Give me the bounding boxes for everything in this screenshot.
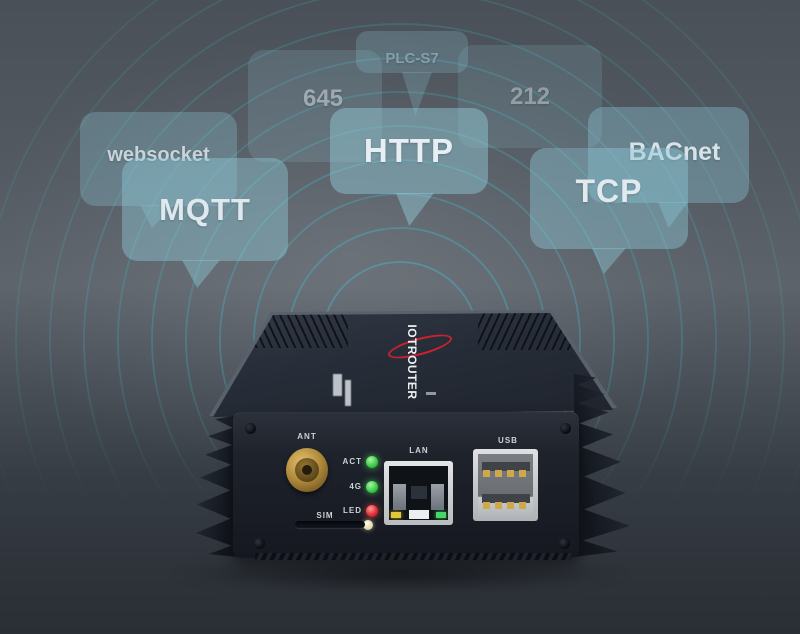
- usb-contacts-bottom: [482, 502, 529, 509]
- model-text-marks: [331, 372, 353, 408]
- lan-ethernet-port: [384, 461, 453, 525]
- front-panel: ANT ACT 4G LED SIM LAN USB: [233, 412, 579, 558]
- usb-contacts-top: [482, 470, 529, 477]
- bubble-protocol-mqtt: MQTT: [122, 158, 288, 288]
- bubble-protocol-tcp: TCP: [530, 148, 688, 274]
- bubble-websocket-label: websocket: [107, 143, 210, 166]
- logo-subtext-mark: [426, 392, 436, 395]
- bottom-heatsink-serration: [255, 553, 571, 560]
- screw: [254, 538, 265, 549]
- bubble-http-label: HTTP: [363, 132, 455, 169]
- act-label: ACT: [342, 457, 362, 466]
- bubble-protocol-bacnet: BACnet: [588, 107, 749, 228]
- bubble-mqtt-label: MQTT: [159, 191, 251, 227]
- screw: [245, 423, 256, 434]
- lan-led-yellow: [391, 512, 401, 518]
- usb-port-cavity: [478, 454, 533, 516]
- bubble-645-label: 645: [302, 85, 344, 112]
- screw: [559, 538, 570, 549]
- led-label: LED: [343, 506, 362, 515]
- ant-label: ANT: [297, 432, 317, 441]
- sim-label: SIM: [316, 511, 334, 520]
- bubble-bacnet-label: BACnet: [628, 137, 721, 166]
- device-shadow: [160, 556, 640, 592]
- 4g-led-green: [366, 481, 378, 493]
- lan-label: LAN: [409, 446, 429, 455]
- bubble-protocol-645: 645: [248, 50, 382, 162]
- bubble-protocol-websocket: websocket: [80, 112, 237, 228]
- bubble-protocol-212: 212: [458, 45, 602, 148]
- bubble-protocol-http: HTTP: [330, 108, 488, 226]
- bubble-212-label: 212: [509, 82, 551, 110]
- act-led-green: [366, 456, 378, 468]
- device-top-face: IOTROUTER: [213, 313, 613, 417]
- screw: [560, 423, 571, 434]
- lan-led-green: [436, 512, 446, 518]
- status-led-red: [366, 505, 378, 517]
- antenna-sma-hole: [302, 465, 312, 475]
- usb-port: [473, 449, 538, 521]
- 4g-label: 4G: [349, 482, 362, 491]
- brand-logo-text: IOTROUTER: [405, 324, 419, 400]
- bubble-plc-s7-label: PLC-S7: [385, 49, 439, 67]
- power-led-white: [363, 520, 373, 530]
- bubble-tcp-label: TCP: [575, 173, 643, 209]
- sim-card-slot: [295, 521, 365, 528]
- usb-label: USB: [498, 436, 518, 445]
- lan-port-cavity: [389, 466, 448, 520]
- heatsink-fins-left: [196, 415, 238, 557]
